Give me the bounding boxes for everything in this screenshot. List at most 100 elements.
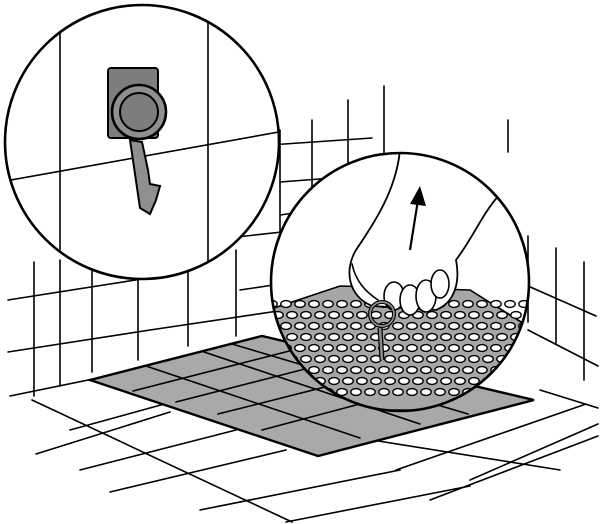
mat-hole	[497, 312, 507, 319]
mat-hole	[357, 378, 367, 385]
mat-hole	[497, 334, 507, 341]
mat-hole	[323, 345, 333, 352]
mat-hole	[449, 345, 459, 352]
mat-hole	[455, 356, 465, 363]
mat-hole	[407, 367, 417, 374]
mat-lift-detail	[267, 150, 535, 411]
mat-hole	[365, 389, 375, 396]
wall-hook-detail	[0, 0, 290, 290]
mat-hole	[351, 367, 361, 374]
mat-hole	[463, 323, 473, 330]
mat-hole	[477, 345, 487, 352]
mat-hole	[435, 367, 445, 374]
mat-hole	[435, 323, 445, 330]
mat-hole	[393, 323, 403, 330]
mat-hole	[309, 323, 319, 330]
mat-hole	[511, 356, 521, 363]
mat-hole	[393, 345, 403, 352]
mat-hole	[343, 378, 353, 385]
mat-hole	[491, 345, 501, 352]
mat-hole	[407, 345, 417, 352]
mat-hole	[441, 356, 451, 363]
mat-hole	[295, 323, 305, 330]
mat-hole	[399, 356, 409, 363]
mat-hole	[427, 334, 437, 341]
mat-hole	[351, 323, 361, 330]
mat-hole	[365, 367, 375, 374]
mat-hole	[343, 334, 353, 341]
mat-hole	[519, 367, 529, 374]
mat-hole	[477, 323, 487, 330]
mat-hole	[427, 312, 437, 319]
mat-hole	[351, 389, 361, 396]
mat-hole	[427, 356, 437, 363]
mat-hole	[413, 378, 423, 385]
mat-hole	[301, 356, 311, 363]
mat-hole	[449, 323, 459, 330]
mat-hole	[371, 378, 381, 385]
mat-hole	[309, 367, 319, 374]
mat-hole	[323, 367, 333, 374]
mat-hole	[315, 312, 325, 319]
mat-hole	[281, 301, 291, 308]
mat-hole	[463, 301, 473, 308]
mat-hole	[309, 301, 319, 308]
mat-hole	[301, 312, 311, 319]
mat-hole	[365, 345, 375, 352]
mat-hole	[379, 367, 389, 374]
mat-hole	[497, 378, 507, 385]
mat-hole	[441, 378, 451, 385]
mat-hole	[483, 356, 493, 363]
mat-hole	[295, 301, 305, 308]
mat-hole	[421, 367, 431, 374]
mat-hole	[337, 323, 347, 330]
mat-hole	[323, 301, 333, 308]
mat-hole	[469, 356, 479, 363]
mat-hole	[267, 323, 277, 330]
mat-hole	[315, 334, 325, 341]
mat-hole	[301, 334, 311, 341]
mat-hole	[343, 312, 353, 319]
mat-hole	[469, 312, 479, 319]
mat-hole	[511, 378, 521, 385]
mat-hole	[357, 334, 367, 341]
mat-hole	[435, 389, 445, 396]
mat-hole	[329, 312, 339, 319]
mat-hole	[421, 345, 431, 352]
mat-hole	[491, 301, 501, 308]
mat-hole	[385, 356, 395, 363]
mat-hole	[505, 367, 515, 374]
mat-hole	[337, 367, 347, 374]
mat-hole	[469, 378, 479, 385]
mat-hole	[463, 345, 473, 352]
mat-hole	[505, 323, 515, 330]
mat-hole	[449, 301, 459, 308]
mat-hole	[413, 334, 423, 341]
mat-hole	[351, 301, 361, 308]
mat-hole	[441, 334, 451, 341]
mat-hole	[455, 312, 465, 319]
mat-hole	[525, 334, 535, 341]
mat-hole	[511, 312, 521, 319]
mat-hole	[385, 334, 395, 341]
mat-hole	[491, 323, 501, 330]
mat-hole	[441, 312, 451, 319]
mat-hole	[315, 356, 325, 363]
mat-hole	[463, 367, 473, 374]
mat-hole	[413, 356, 423, 363]
mat-hole	[519, 345, 529, 352]
mat-hole	[477, 367, 487, 374]
mat-hole	[427, 378, 437, 385]
mat-hole	[399, 334, 409, 341]
mat-hole	[469, 334, 479, 341]
mat-hole	[483, 334, 493, 341]
mat-hole	[525, 356, 535, 363]
mat-hole	[357, 356, 367, 363]
mat-hole	[343, 356, 353, 363]
mat-hole	[449, 389, 459, 396]
mat-hole	[351, 345, 361, 352]
mat-hole	[329, 334, 339, 341]
mat-hole	[407, 389, 417, 396]
mat-hole	[407, 323, 417, 330]
